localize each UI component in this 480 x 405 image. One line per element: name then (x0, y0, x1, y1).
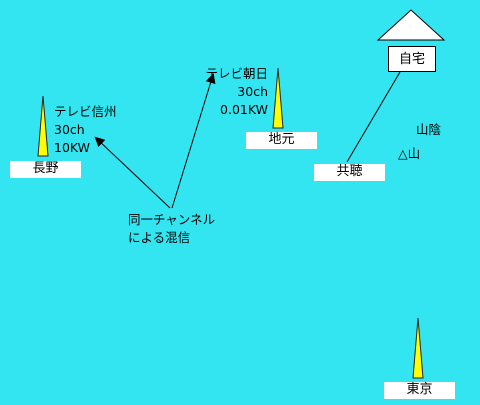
home-label: 自宅 (388, 46, 436, 72)
interference-annotation-line2: による混信 (128, 230, 191, 245)
local-power: 0.01KW (220, 102, 268, 117)
mountain-shadow-label: 山陰 (416, 122, 442, 137)
local-tower (272, 67, 284, 129)
shared-to-home-line (346, 71, 401, 163)
tokyo-label: 東京 (384, 382, 455, 399)
mountain-symbol: △山 (398, 146, 421, 161)
interference-arrow-local (171, 73, 216, 209)
nagano-channel-name: テレビ信州 (54, 104, 117, 119)
tokyo-tower (412, 317, 424, 379)
interference-annotation-line1: 同一チャンネル (128, 212, 216, 227)
nagano-channel: 30ch (54, 122, 85, 137)
nagano-label: 長野 (10, 161, 81, 178)
local-channel-name: テレビ朝日 (205, 66, 268, 81)
home-roof (376, 9, 446, 41)
nagano-power: 10KW (54, 140, 91, 155)
interference-arrow-nagano (94, 136, 171, 209)
local-label: 地元 (246, 132, 317, 149)
nagano-tower (37, 95, 49, 157)
local-channel: 30ch (237, 84, 268, 99)
shared-reception-label: 共聴 (314, 164, 385, 181)
